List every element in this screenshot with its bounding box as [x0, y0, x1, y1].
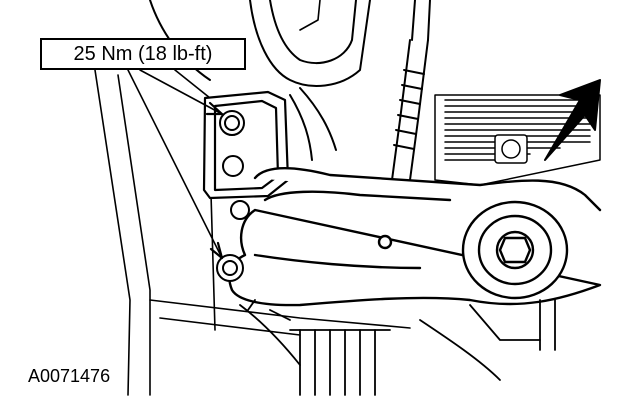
lower-bellows — [239, 299, 556, 396]
wiring-harness — [391, 0, 431, 181]
bolt-icon — [216, 110, 250, 282]
large-arrow-icon — [544, 79, 601, 161]
torque-callout-label: 25 Nm (18 lb-ft) — [40, 38, 246, 70]
figure-id-label: A0071476 — [28, 366, 111, 386]
lower-control-arm — [228, 167, 602, 307]
callout-leaders — [127, 69, 224, 260]
